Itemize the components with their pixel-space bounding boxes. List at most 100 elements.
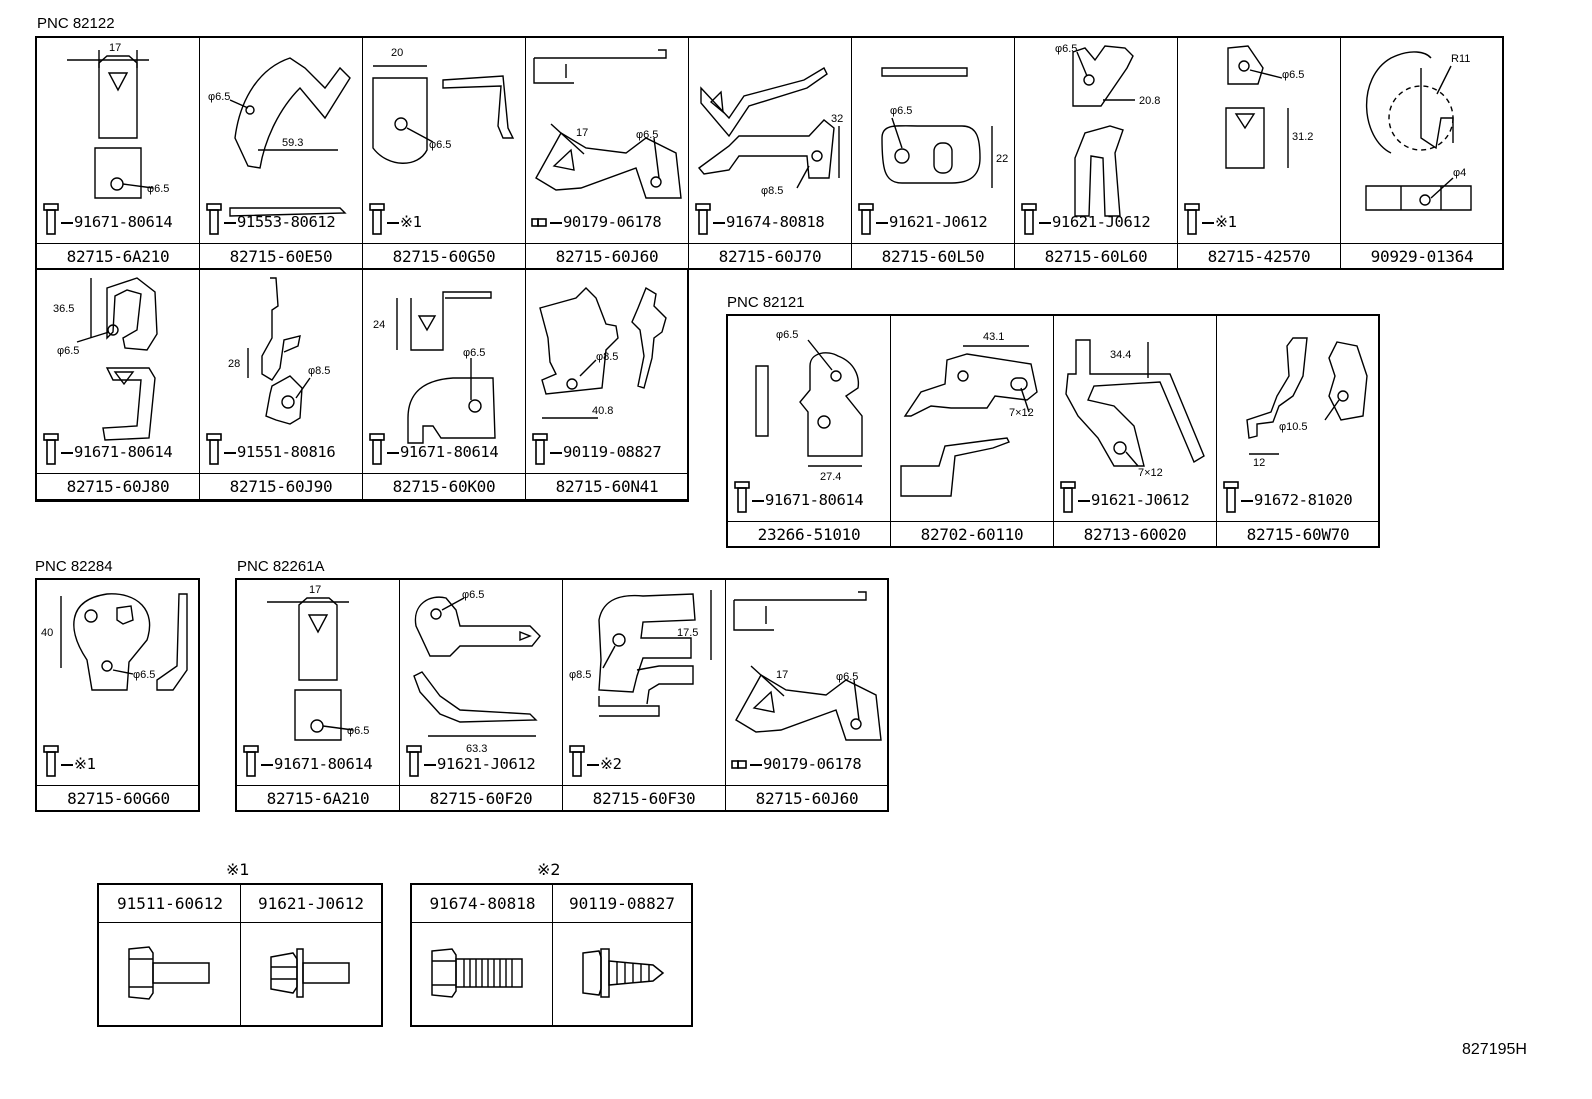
dimension-label: 24 xyxy=(373,319,385,331)
hardware-part-number[interactable]: 91671-80614 xyxy=(752,491,864,509)
dimension-label: 17 xyxy=(109,42,121,54)
part-number[interactable]: 90929-01364 xyxy=(1341,243,1503,270)
hardware-part-number[interactable]: 91621-J0612 xyxy=(876,213,988,231)
hardware-part-number[interactable]: ※1 xyxy=(387,213,422,231)
hardware-part-number[interactable]: ※2 xyxy=(587,755,622,773)
part-cell[interactable]: 40 φ6.5 ※1 82715-60G60 xyxy=(37,580,200,812)
part-number[interactable]: 82715-60G60 xyxy=(37,785,200,812)
bracket-drawing: φ6.5 63.3 xyxy=(413,589,541,755)
part-cell[interactable]: φ6.5 31.2 ※1 82715-42570 xyxy=(1178,38,1341,270)
part-number[interactable]: 82715-60F30 xyxy=(563,785,725,812)
dimension-label: 40 xyxy=(41,627,53,639)
dimension-label: φ6.5 xyxy=(57,345,79,357)
bracket-drawing: 34.4 7×12 xyxy=(1065,339,1205,479)
dimension-label: φ6.5 xyxy=(429,139,451,151)
note-part-number[interactable]: 91674-80818 xyxy=(412,885,553,923)
note-part-number[interactable]: 91621-J0612 xyxy=(241,885,381,923)
part-number[interactable]: 82715-60E50 xyxy=(200,243,362,270)
hardware-part-number[interactable]: 91671-80614 xyxy=(261,755,373,773)
part-cell[interactable]: φ6.5 27.4 91671-80614 23266-51010 xyxy=(728,316,891,548)
part-cell[interactable]: φ6.5 59.3 91553-80612 82715-60E50 xyxy=(200,38,363,270)
part-number[interactable]: 82715-60J80 xyxy=(37,473,199,500)
hardware-part-number[interactable]: ※1 xyxy=(61,755,96,773)
hex-bolt-drawing xyxy=(270,948,350,998)
hardware-part-number[interactable]: 91671-80614 xyxy=(387,443,499,461)
hardware-part-number[interactable]: 91621-J0612 xyxy=(1039,213,1151,231)
bracket-drawing: 17 φ6.5 xyxy=(733,591,882,741)
part-cell[interactable]: 17 φ6.5 90179-06178 82715-60J60 xyxy=(526,38,689,270)
note-part-number[interactable]: 91511-60612 xyxy=(99,885,241,923)
dimension-label: 63.3 xyxy=(466,743,487,755)
part-cell[interactable]: 17 φ6.5 90179-06178 82715-60J60 xyxy=(726,580,889,812)
hardware-part-number[interactable]: 91674-80818 xyxy=(713,213,825,231)
part-number[interactable]: 82713-60020 xyxy=(1054,521,1216,548)
hardware-part-number[interactable]: 90179-06178 xyxy=(550,213,662,231)
part-cell[interactable]: 43.1 7×12 82702-60110 xyxy=(891,316,1054,548)
bolt-icon xyxy=(41,202,61,238)
parts-grid-82122-row2: 36.5 φ6.5 91671-80614 82715-60J80 28 φ8.… xyxy=(35,268,689,502)
part-number[interactable]: 82715-60G50 xyxy=(363,243,525,270)
hardware-part-number[interactable]: 91672-81020 xyxy=(1241,491,1353,509)
part-number[interactable]: 82715-6A210 xyxy=(237,785,399,812)
hardware-part-number[interactable]: 91621-J0612 xyxy=(424,755,536,773)
part-cell[interactable]: φ6.5 22 91621-J0612 82715-60L50 xyxy=(852,38,1015,270)
part-number[interactable]: 82715-60K00 xyxy=(363,473,525,500)
dimension-label: 7×12 xyxy=(1138,467,1163,479)
dimension-label: 17 xyxy=(776,669,788,681)
part-cell[interactable]: φ6.5 20.8 91621-J0612 82715-60L60 xyxy=(1015,38,1178,270)
group-label-pnc-82122: PNC 82122 xyxy=(37,15,115,32)
part-number[interactable]: 82715-60L50 xyxy=(852,243,1014,270)
hardware-part-number[interactable]: 90119-08827 xyxy=(550,443,662,461)
part-number[interactable]: 82715-42570 xyxy=(1178,243,1340,270)
part-number[interactable]: 23266-51010 xyxy=(728,521,890,548)
dimension-label: 22 xyxy=(996,153,1008,165)
hardware-part-number[interactable]: 91551-80816 xyxy=(224,443,336,461)
part-number[interactable]: 82715-60J70 xyxy=(689,243,851,270)
part-cell[interactable]: R11 φ4 90929-01364 xyxy=(1341,38,1504,270)
hardware-part-number[interactable]: ※1 xyxy=(1202,213,1237,231)
part-cell[interactable]: φ8.5 40.8 90119-08827 82715-60N41 xyxy=(526,268,689,500)
part-cell[interactable]: φ6.5 63.3 91621-J0612 82715-60F20 xyxy=(400,580,563,812)
part-cell[interactable]: 24 φ6.5 91671-80614 82715-60K00 xyxy=(363,268,526,500)
part-cell[interactable]: 20 φ6.5 ※1 82715-60G50 xyxy=(363,38,526,270)
dimension-label: 40.8 xyxy=(592,405,613,417)
part-number[interactable]: 82715-60J90 xyxy=(200,473,362,500)
part-number[interactable]: 82702-60110 xyxy=(891,521,1053,548)
hardware-part-number[interactable]: 90179-06178 xyxy=(750,755,862,773)
dimension-label: φ6.5 xyxy=(462,589,484,601)
part-cell[interactable]: 17 φ6.5 91671-80614 82715-6A210 xyxy=(37,38,200,270)
part-number[interactable]: 82715-60N41 xyxy=(526,473,688,500)
part-number[interactable]: 82715-60W70 xyxy=(1217,521,1379,548)
part-cell[interactable]: 28 φ8.5 91551-80816 82715-60J90 xyxy=(200,268,363,500)
part-cell[interactable]: 36.5 φ6.5 91671-80614 82715-60J80 xyxy=(37,268,200,500)
bracket-drawing: 17.5 φ8.5 xyxy=(569,590,712,717)
dimension-label: φ8.5 xyxy=(596,351,618,363)
bolt-icon xyxy=(204,202,224,238)
group-label-pnc-82121: PNC 82121 xyxy=(727,294,805,311)
part-number[interactable]: 82715-60J60 xyxy=(526,243,688,270)
hardware-part-number[interactable]: 91621-J0612 xyxy=(1078,491,1190,509)
part-number[interactable]: 82715-60L60 xyxy=(1015,243,1177,270)
bolt-icon xyxy=(856,202,876,238)
hardware-part-number[interactable]: 91671-80614 xyxy=(61,443,173,461)
part-cell[interactable]: 34.4 7×12 91621-J0612 82713-60020 xyxy=(1054,316,1217,548)
dimension-label: 17 xyxy=(576,127,588,139)
part-cell[interactable]: 32 φ8.5 91674-80818 82715-60J70 xyxy=(689,38,852,270)
dimension-label: 27.4 xyxy=(820,471,841,483)
dimension-label: 17 xyxy=(309,584,321,596)
hardware-part-number[interactable]: 91553-80612 xyxy=(224,213,336,231)
bracket-drawing: 40 φ6.5 xyxy=(41,593,188,691)
bracket-drawing: φ10.5 12 xyxy=(1246,337,1368,469)
tapping-screw-drawing xyxy=(582,948,665,998)
bolt-icon xyxy=(41,744,61,780)
part-number[interactable]: 82715-60F20 xyxy=(400,785,562,812)
part-cell[interactable]: 17 φ6.5 91671-80614 82715-6A210 xyxy=(237,580,400,812)
hardware-part-number[interactable]: 91671-80614 xyxy=(61,213,173,231)
part-cell[interactable]: 17.5 φ8.5 ※2 82715-60F30 xyxy=(563,580,726,812)
part-number[interactable]: 82715-6A210 xyxy=(37,243,199,270)
parts-grid-82122-row1: 17 φ6.5 91671-80614 82715-6A210 φ6.5 59.… xyxy=(35,36,1504,270)
parts-grid-82261a: 17 φ6.5 91671-80614 82715-6A210 φ6.5 63.… xyxy=(235,578,889,812)
part-cell[interactable]: φ10.5 12 91672-81020 82715-60W70 xyxy=(1217,316,1380,548)
note-part-number[interactable]: 90119-08827 xyxy=(553,885,691,923)
part-number[interactable]: 82715-60J60 xyxy=(726,785,888,812)
